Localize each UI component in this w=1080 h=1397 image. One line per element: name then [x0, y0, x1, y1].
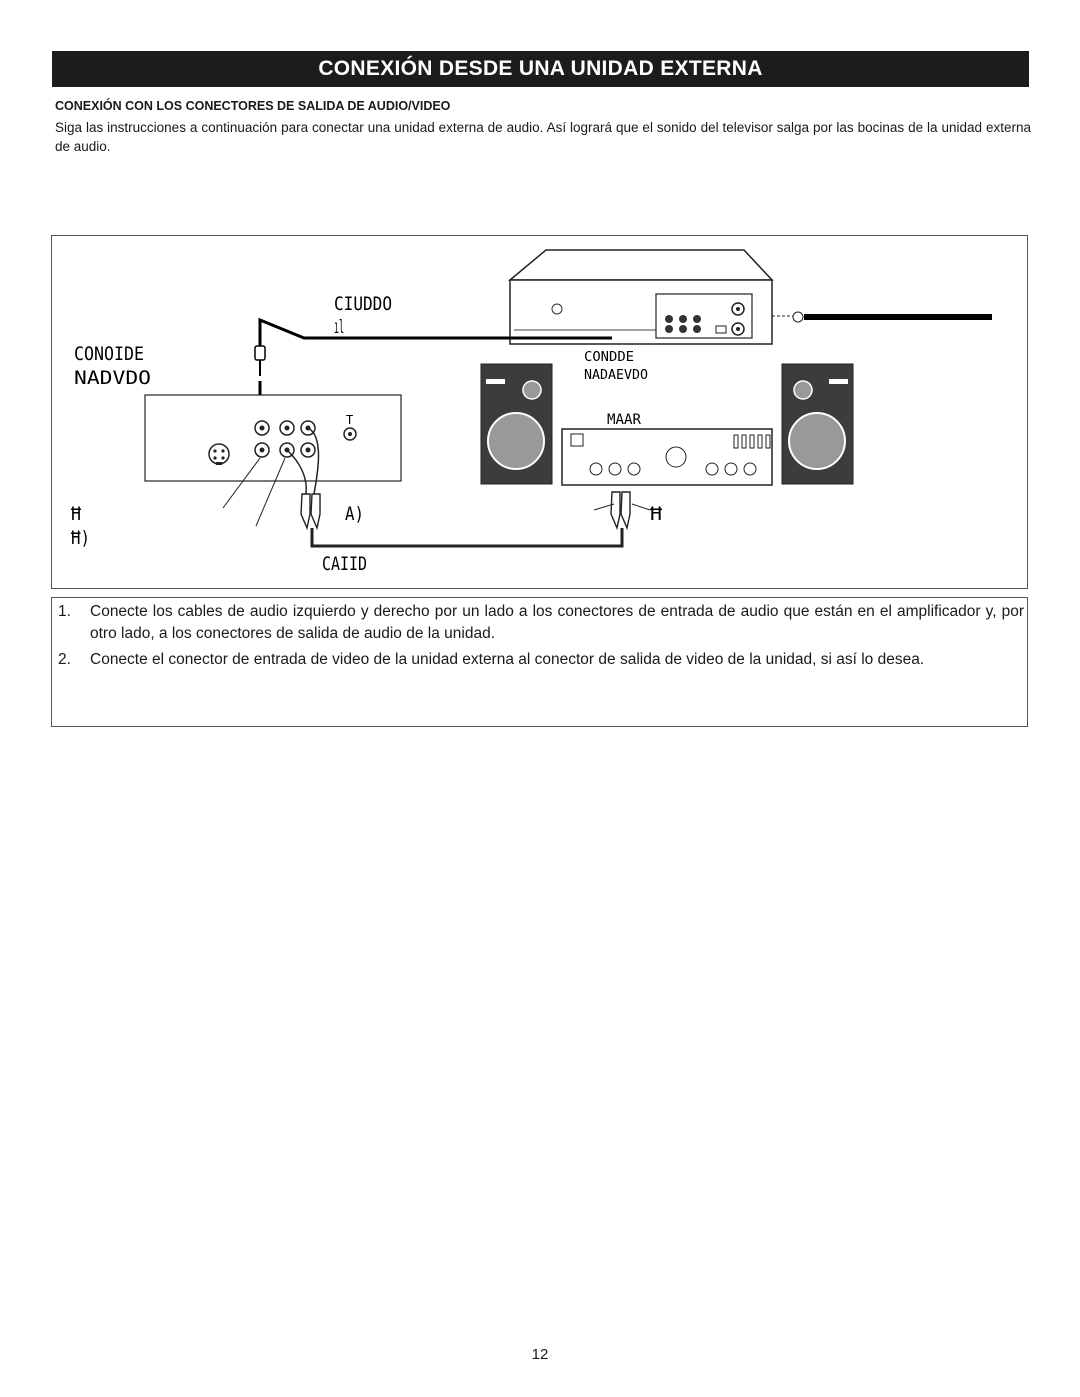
right-speaker	[781, 363, 854, 485]
step-text: Conecte el conector de entrada de video …	[90, 651, 925, 668]
step-number: 2.	[58, 651, 71, 668]
svg-text:Ħ): Ħ)	[71, 527, 90, 549]
svg-text:MAAR: MAAR	[607, 412, 642, 428]
svg-text:A): A)	[345, 503, 364, 525]
svg-text:Ħ: Ħ	[71, 503, 81, 525]
page-title: CONEXIÓN DESDE UNA UNIDAD EXTERNA	[52, 51, 1029, 87]
instructions-box: 1. Conecte los cables de audio izquierdo…	[51, 597, 1028, 727]
svg-text:CONDDE: CONDDE	[584, 350, 634, 365]
intro-paragraph: Siga las instrucciones a continuación pa…	[55, 120, 1031, 154]
svg-text:CIUDDO: CIUDDO	[334, 293, 392, 315]
section-heading: CONEXIÓN CON LOS CONECTORES DE SALIDA DE…	[55, 99, 451, 113]
diagram-labels: CIUDDO ıl CONOIDE NADVDO CONDDE NADAEVDO…	[71, 293, 663, 575]
svg-text:CONOIDE: CONOIDE	[74, 343, 144, 365]
tv-rear-panel: T	[144, 394, 402, 482]
svg-text:T: T	[346, 413, 353, 427]
audio-cable	[222, 427, 651, 548]
page-number: 12	[531, 1346, 549, 1363]
amplifier	[561, 428, 773, 486]
svg-text:NADVDO: NADVDO	[74, 367, 151, 389]
antenna-cable	[792, 311, 992, 323]
step-number: 1.	[58, 603, 71, 620]
connection-diagram: T	[51, 235, 1028, 589]
vcr-unit	[507, 249, 794, 345]
svg-text:ıl: ıl	[334, 316, 344, 338]
svg-text:Ħ: Ħ	[650, 503, 663, 525]
step-text: Conecte los cables de audio izquierdo y …	[90, 603, 1024, 642]
instruction-step: 2. Conecte el conector de entrada de vid…	[58, 649, 1024, 671]
instruction-step: 1. Conecte los cables de audio izquierdo…	[58, 601, 1024, 645]
left-speaker	[480, 363, 553, 485]
svg-text:CAIID: CAIID	[322, 553, 367, 575]
svg-text:NADAEVDO: NADAEVDO	[584, 368, 648, 383]
connection-diagram-drawing: T	[71, 249, 992, 575]
